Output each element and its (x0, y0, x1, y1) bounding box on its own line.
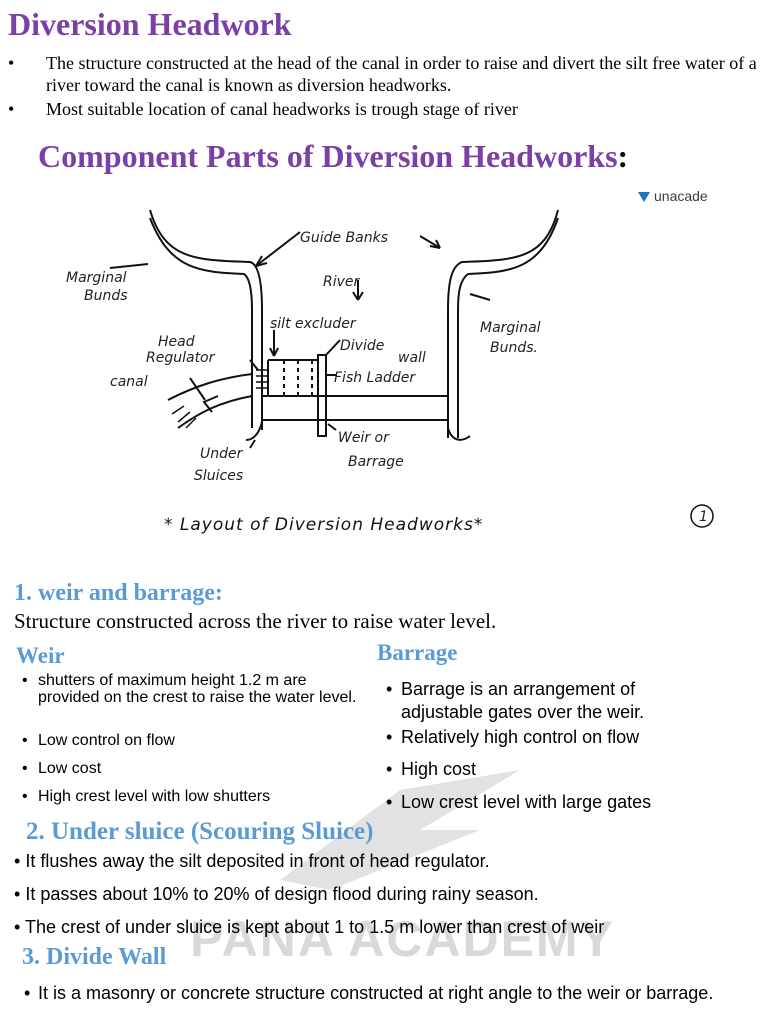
components-title-colon: : (617, 138, 629, 174)
label-canal: canal (110, 374, 148, 390)
bullet-icon: • (24, 983, 31, 1003)
bullet-icon: • (22, 760, 28, 777)
components-title: Component Parts of Diversion Headworks: (38, 138, 628, 175)
label-head: Head (158, 334, 195, 350)
section2-item: • It passes about 10% to 20% of design f… (14, 883, 539, 905)
section2-number: 2 (26, 818, 39, 845)
bullet-icon: • (22, 732, 28, 749)
label-barrage: Barrage (348, 454, 404, 470)
barrage-heading: Barrage (377, 640, 458, 665)
intro-text: The structure constructed at the head of… (46, 53, 757, 95)
diversion-headworks-diagram: Guide Banks Marginal Bunds River silt ex… (66, 209, 714, 535)
barrage-item: • High cost (386, 758, 756, 781)
logo-text: unacade (654, 188, 708, 204)
components-title-text: Component Parts of Diversion Headworks (38, 138, 618, 174)
logo-icon (638, 192, 650, 203)
section2-item-text: The crest of under sluice is kept about … (25, 917, 605, 937)
label-regulator: Regulator (146, 350, 216, 366)
barrage-item: • Relatively high control on flow (386, 726, 756, 749)
bullet-icon: • (386, 759, 393, 779)
section1-heading: 1. weir and barrage: (14, 580, 223, 606)
label-river: River (323, 274, 361, 290)
bullet-icon: • (14, 851, 21, 871)
bullet-icon: • (386, 727, 393, 747)
barrage-item-text: Relatively high control on flow (401, 727, 640, 747)
barrage-item-text: High cost (401, 759, 477, 779)
diagram-caption: * Layout of Diversion Headworks* (164, 515, 483, 535)
section1-description: Structure constructed across the river t… (14, 609, 497, 633)
label-silt-excluder: silt excluder (270, 316, 357, 332)
label-guide-banks: Guide Banks (300, 230, 388, 246)
section2-heading-text: . Under sluice (Scouring Sluice) (38, 818, 374, 845)
label-divide: Divide (340, 338, 384, 354)
section3-heading: 3. Divide Wall (22, 944, 167, 970)
intro-text: Most suitable location of canal headwork… (46, 99, 518, 119)
barrage-item-text: Low crest level with large gates (401, 792, 652, 812)
weir-item-text: Low control on flow (38, 732, 175, 749)
bullet-icon: • (22, 788, 28, 805)
bullet-icon: • (14, 917, 21, 937)
bullet-icon: • (14, 884, 21, 904)
label-marginal-bunds-left-2: Bunds (84, 288, 128, 304)
bullet-icon: • (386, 792, 393, 812)
section2-item-text: It flushes away the silt deposited in fr… (25, 851, 490, 871)
diagram-lines (109, 209, 559, 449)
section2-item: • The crest of under sluice is kept abou… (14, 916, 604, 938)
barrage-item: • Low crest level with large gates (386, 791, 756, 814)
weir-item: • shutters of maximum height 1.2 m are p… (22, 672, 372, 706)
bullet-icon: • (22, 672, 28, 689)
label-marginal-bunds-left: Marginal (66, 270, 127, 286)
section2-heading: 2. Under sluice (Scouring Sluice) (26, 818, 373, 846)
page-mark-circle (690, 504, 714, 528)
bullet-icon: • (8, 99, 15, 119)
weir-item-text: Low cost (38, 760, 102, 777)
section3-item: • It is a masonry or concrete structure … (24, 982, 744, 1005)
watermark: PANA ACADEMY (190, 911, 615, 967)
label-wall: wall (398, 350, 426, 366)
weir-item-text: shutters of maximum height 1.2 m are pro… (38, 672, 357, 706)
watermark-logo-icon (280, 770, 520, 890)
label-under: Under (200, 446, 244, 462)
label-fish-ladder: Fish Ladder (334, 370, 416, 386)
barrage-item: • Barrage is an arrangement of adjustabl… (386, 678, 716, 724)
weir-heading: Weir (16, 643, 65, 668)
page-mark: 1 (699, 509, 708, 525)
barrage-item-text: Barrage is an arrangement of adjustable … (401, 679, 645, 722)
label-sluices: Sluices (194, 468, 243, 484)
intro-item: • Most suitable location of canal headwo… (0, 98, 768, 120)
weir-item-text: High crest level with low shutters (38, 788, 271, 805)
label-weir-or: Weir or (338, 430, 390, 446)
label-marginal-bunds-right-2: Bunds. (490, 340, 538, 356)
section2-item-text: It passes about 10% to 20% of design flo… (25, 884, 539, 904)
section3-item-text: It is a masonry or concrete structure co… (38, 983, 714, 1003)
logo: unacade (638, 188, 708, 204)
bullet-icon: • (8, 53, 15, 73)
label-marginal-bunds-right: Marginal (480, 320, 541, 336)
section2-item: • It flushes away the silt deposited in … (14, 850, 490, 872)
intro-item: • The structure constructed at the head … (0, 52, 768, 96)
weir-item: • High crest level with low shutters (22, 788, 372, 805)
bullet-icon: • (386, 679, 393, 699)
weir-item: • Low cost (22, 760, 372, 777)
page-title: Diversion Headwork (8, 6, 292, 42)
weir-item: • Low control on flow (22, 732, 372, 749)
